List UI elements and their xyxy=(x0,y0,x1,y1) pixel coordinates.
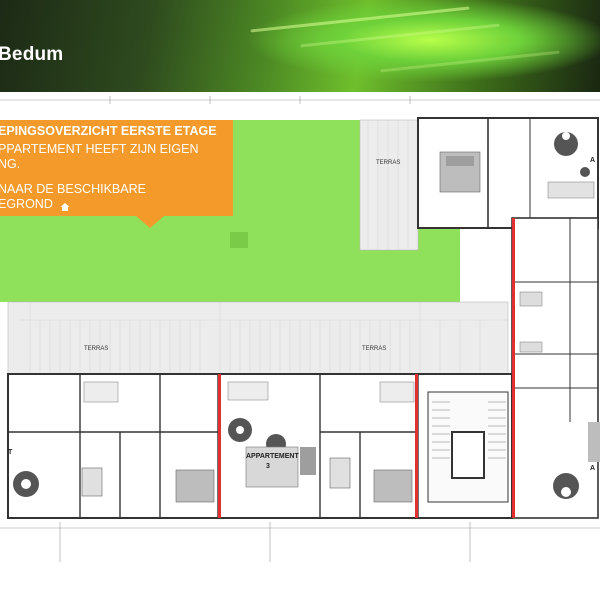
apartment-label-partial: A xyxy=(590,157,595,164)
terras-top xyxy=(359,119,419,251)
callout-line: PPARTEMENT HEEFT ZIJN EIGEN xyxy=(0,142,199,156)
apartment-label-partial: A xyxy=(590,465,595,472)
callout-pointer xyxy=(136,216,164,228)
terras-label-mid: TERRAS xyxy=(362,346,386,352)
apartment-3-label: APPARTEMENT xyxy=(246,453,299,460)
info-callout: EPINGSOVERZICHT EERSTE ETAGE PPARTEMENT … xyxy=(0,120,233,228)
callout-line: NG. xyxy=(0,157,21,171)
apartment-column-right xyxy=(511,217,599,519)
callout-heading: EPINGSOVERZICHT EERSTE ETAGE xyxy=(0,124,217,138)
bed xyxy=(175,469,215,503)
banner-streak xyxy=(250,6,470,33)
callout-line: EGROND xyxy=(0,197,53,211)
floor-plan: TERRAS TERRAS TERRAS APPARTEMENT 3 A A T xyxy=(0,92,600,600)
banner-streak xyxy=(380,50,560,73)
terras-label-left: TERRAS xyxy=(84,346,108,352)
header-banner: Bedum xyxy=(0,0,600,92)
home-icon xyxy=(60,203,70,211)
page-title: Bedum xyxy=(0,44,64,65)
apartment-3-number: 3 xyxy=(266,463,270,470)
terras-label-top: TERRAS xyxy=(376,160,400,166)
elevator-shaft xyxy=(451,431,485,479)
bed xyxy=(373,469,413,503)
banner-streak xyxy=(300,23,500,48)
callout-line: NAAR DE BESCHIKBARE xyxy=(0,182,146,196)
terras-strip xyxy=(7,301,509,375)
apartment-label-partial: T xyxy=(8,449,13,456)
